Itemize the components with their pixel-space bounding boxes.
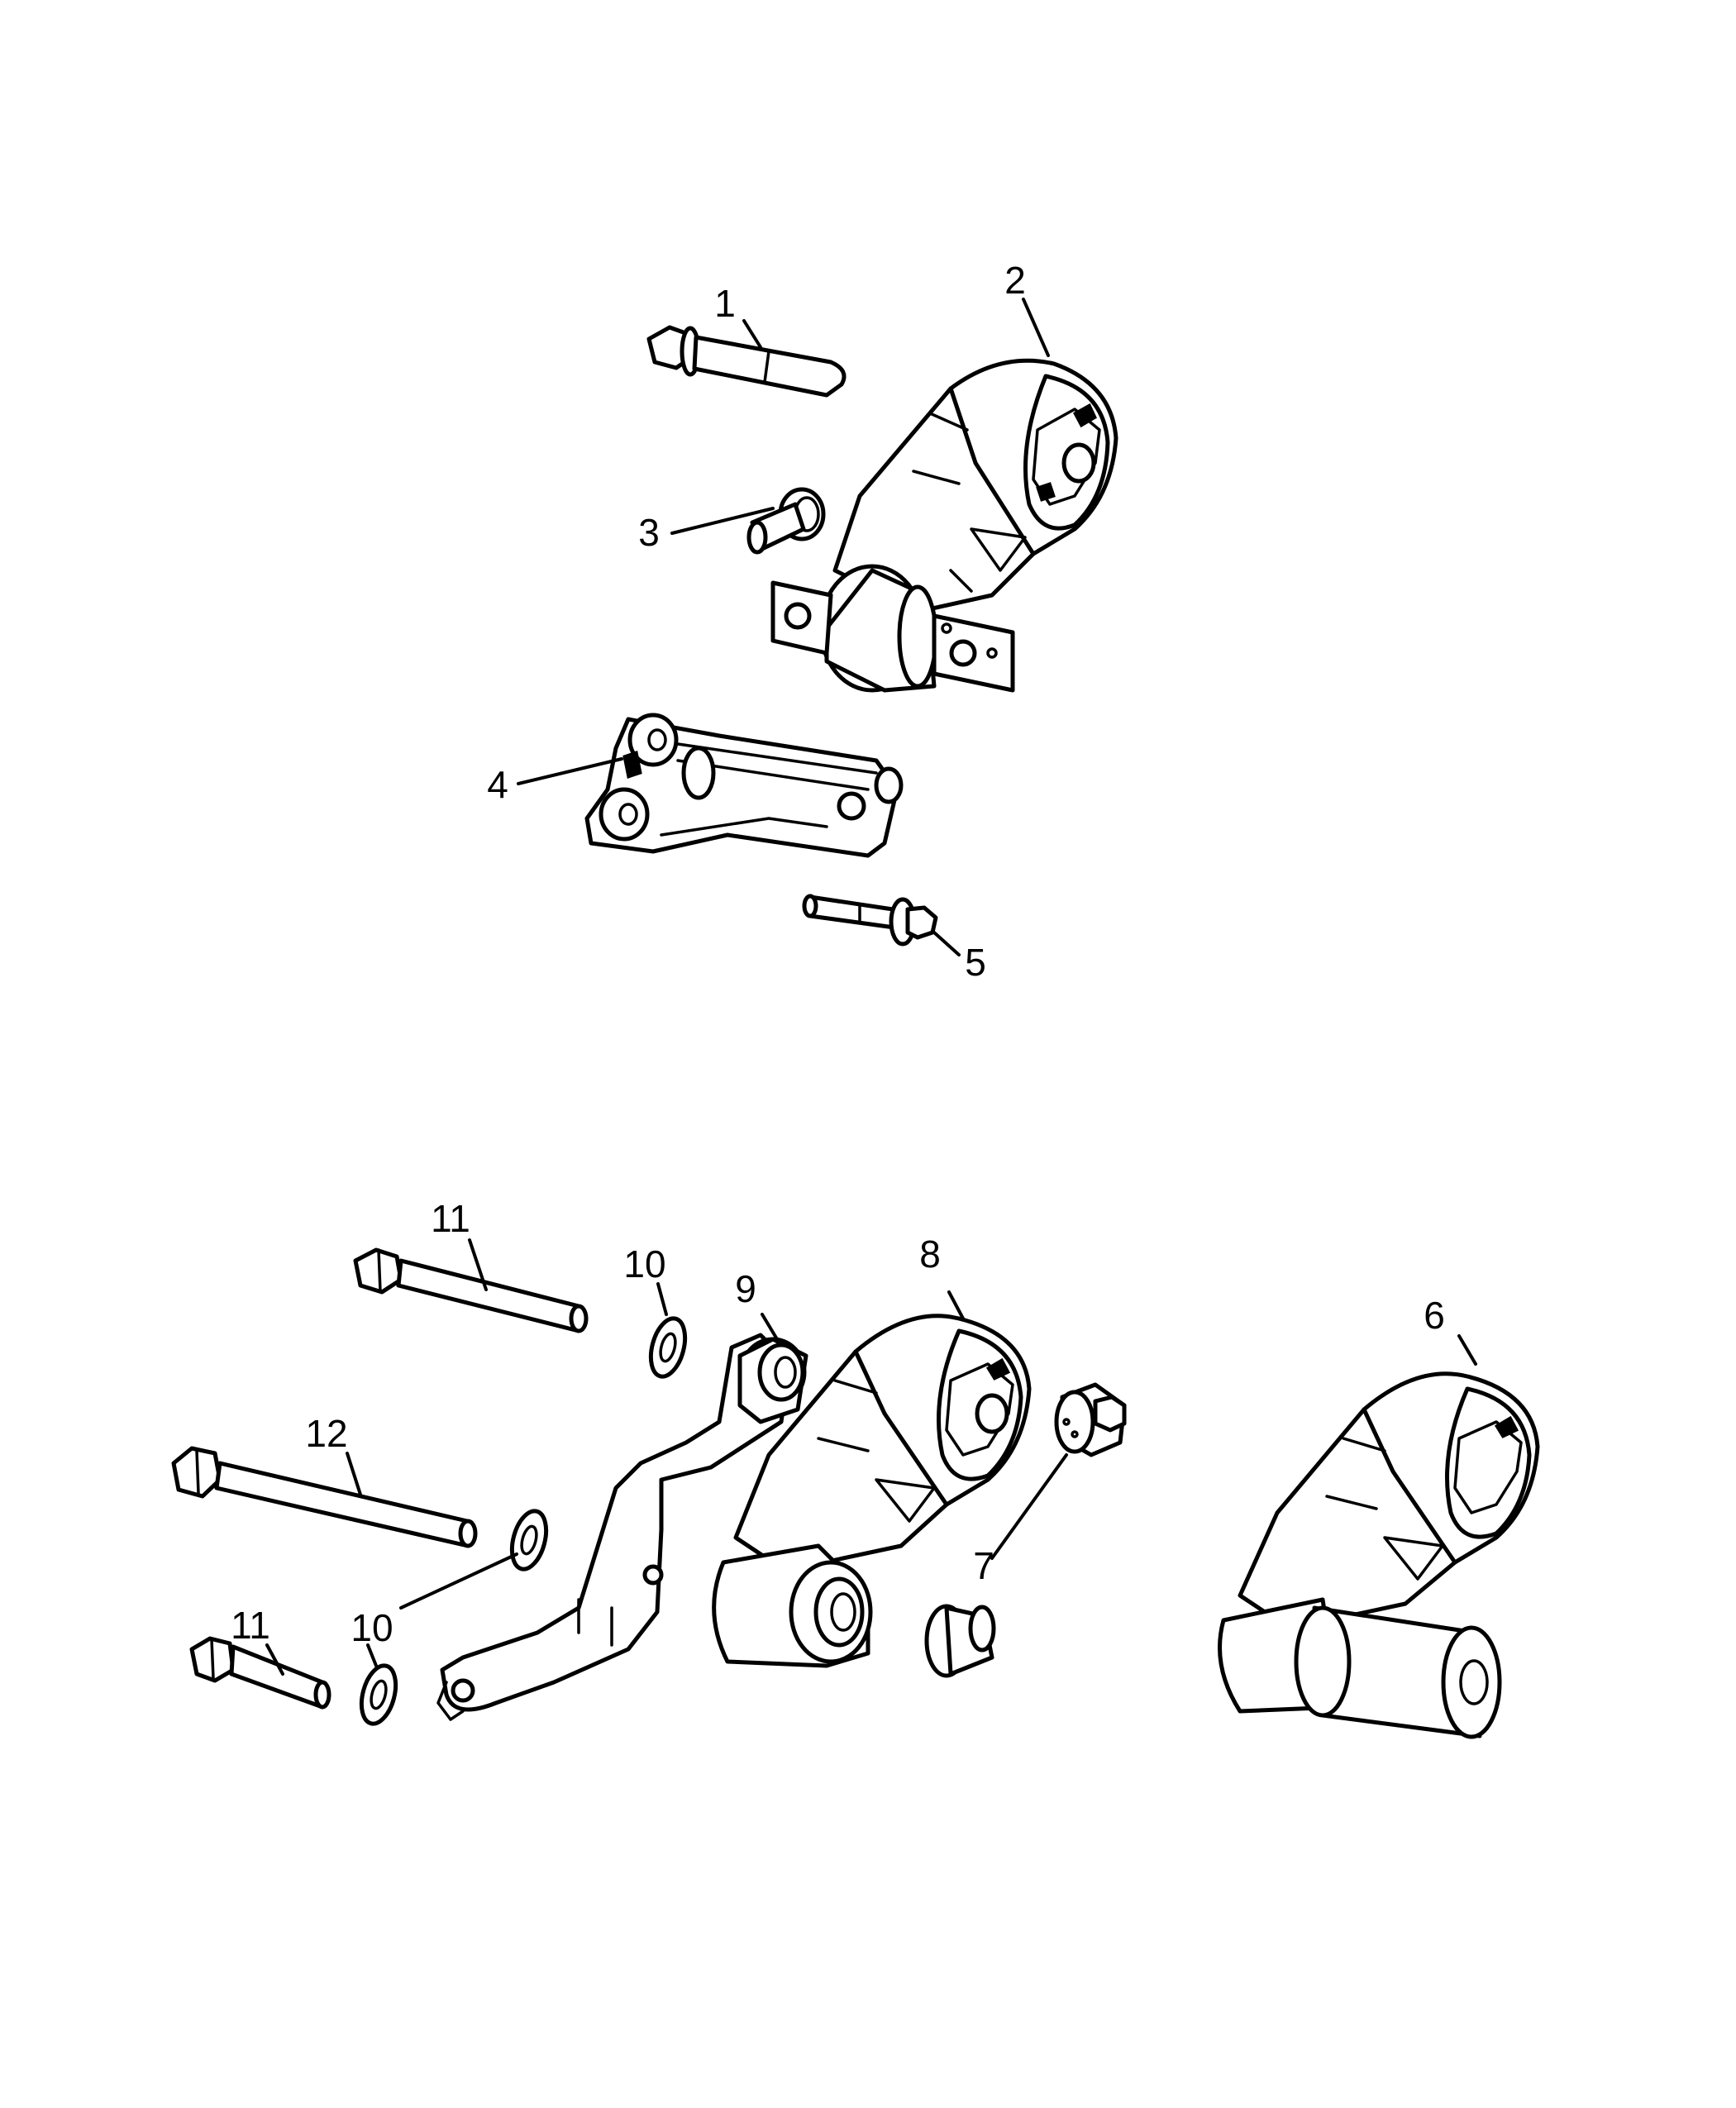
part-3-bolt[interactable] (746, 487, 826, 555)
callout-1: 1 (714, 282, 736, 325)
part-6-torque-strut[interactable] (1218, 1371, 1540, 1739)
callout-7: 7 (973, 1544, 994, 1587)
callout-8: 8 (919, 1233, 941, 1276)
part-10-washer-lower[interactable] (355, 1662, 401, 1727)
callout-3: 3 (638, 511, 660, 554)
callout-11-upper: 11 (431, 1197, 470, 1240)
part-11-bolt-upper[interactable] (353, 1247, 589, 1333)
part-7-bushing-upper[interactable] (1054, 1382, 1127, 1457)
callout-2: 2 (1004, 259, 1026, 302)
callout-12: 12 (305, 1412, 347, 1455)
part-8-torque-strut[interactable] (712, 1314, 1032, 1668)
part-11-bolt-lower[interactable] (189, 1636, 331, 1710)
callout-10-middle: 10 (351, 1606, 393, 1649)
callout-6: 6 (1424, 1294, 1445, 1337)
callout-4: 4 (487, 763, 508, 806)
part-10-washer-middle[interactable] (506, 1507, 551, 1572)
part-9-bracket-arm[interactable] (436, 1333, 808, 1721)
part-7-bushing-lower[interactable] (924, 1604, 996, 1678)
part-5-bolt[interactable] (802, 894, 938, 947)
part-12-bolt[interactable] (171, 1446, 478, 1548)
leader-lines (265, 298, 1477, 1676)
callout-11-lower: 11 (231, 1604, 270, 1647)
part-2-torque-strut[interactable] (770, 358, 1118, 693)
callout-9: 9 (735, 1267, 756, 1310)
part-4-bracket[interactable] (584, 713, 904, 858)
callout-5: 5 (965, 941, 986, 984)
part-10-washer-upper[interactable] (645, 1314, 690, 1380)
callout-10-upper: 10 (623, 1242, 665, 1285)
callouts: 1 2 3 4 5 11 10 9 8 6 12 7 10 11 (231, 259, 1445, 1649)
part-1-bolt[interactable] (646, 325, 847, 398)
